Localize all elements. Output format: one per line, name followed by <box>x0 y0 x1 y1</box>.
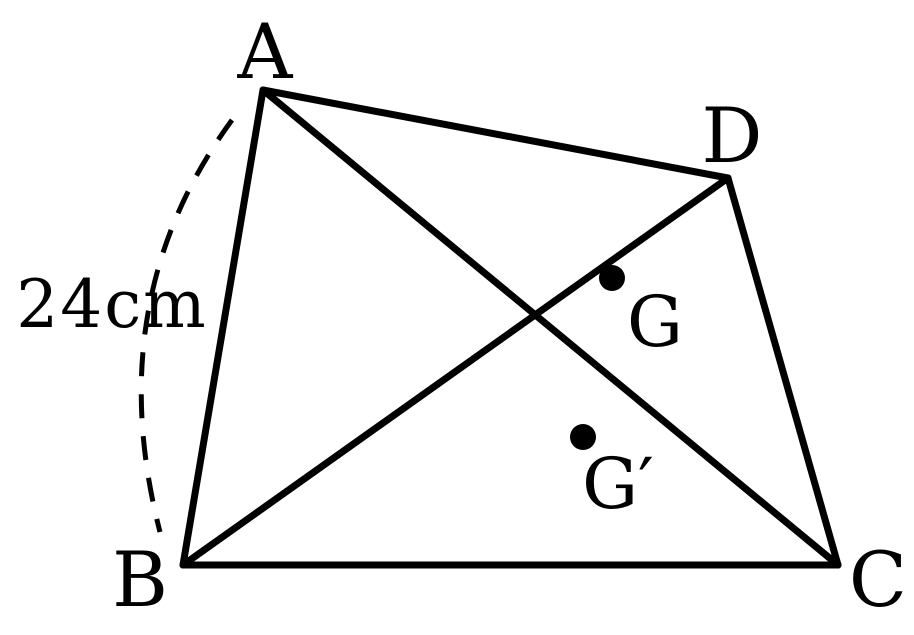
vertex-label-d: D <box>702 91 763 180</box>
side-ab <box>179 86 267 569</box>
ab-dimension-arc <box>138 118 235 533</box>
vertex-label-c: C <box>849 535 907 624</box>
vertex-label-b: B <box>112 535 168 624</box>
point-g-prime-dot <box>570 424 596 450</box>
side-da <box>259 86 732 182</box>
diagonal-ac <box>259 86 842 569</box>
dimension-label-ab: 24cm <box>16 266 208 343</box>
point-label-g-prime: G′ <box>582 443 654 525</box>
point-g-dot <box>599 265 625 291</box>
point-label-g: G <box>627 281 683 363</box>
vertex-label-a: A <box>237 7 294 96</box>
side-cd <box>724 174 842 569</box>
diagonal-bd <box>179 174 732 569</box>
